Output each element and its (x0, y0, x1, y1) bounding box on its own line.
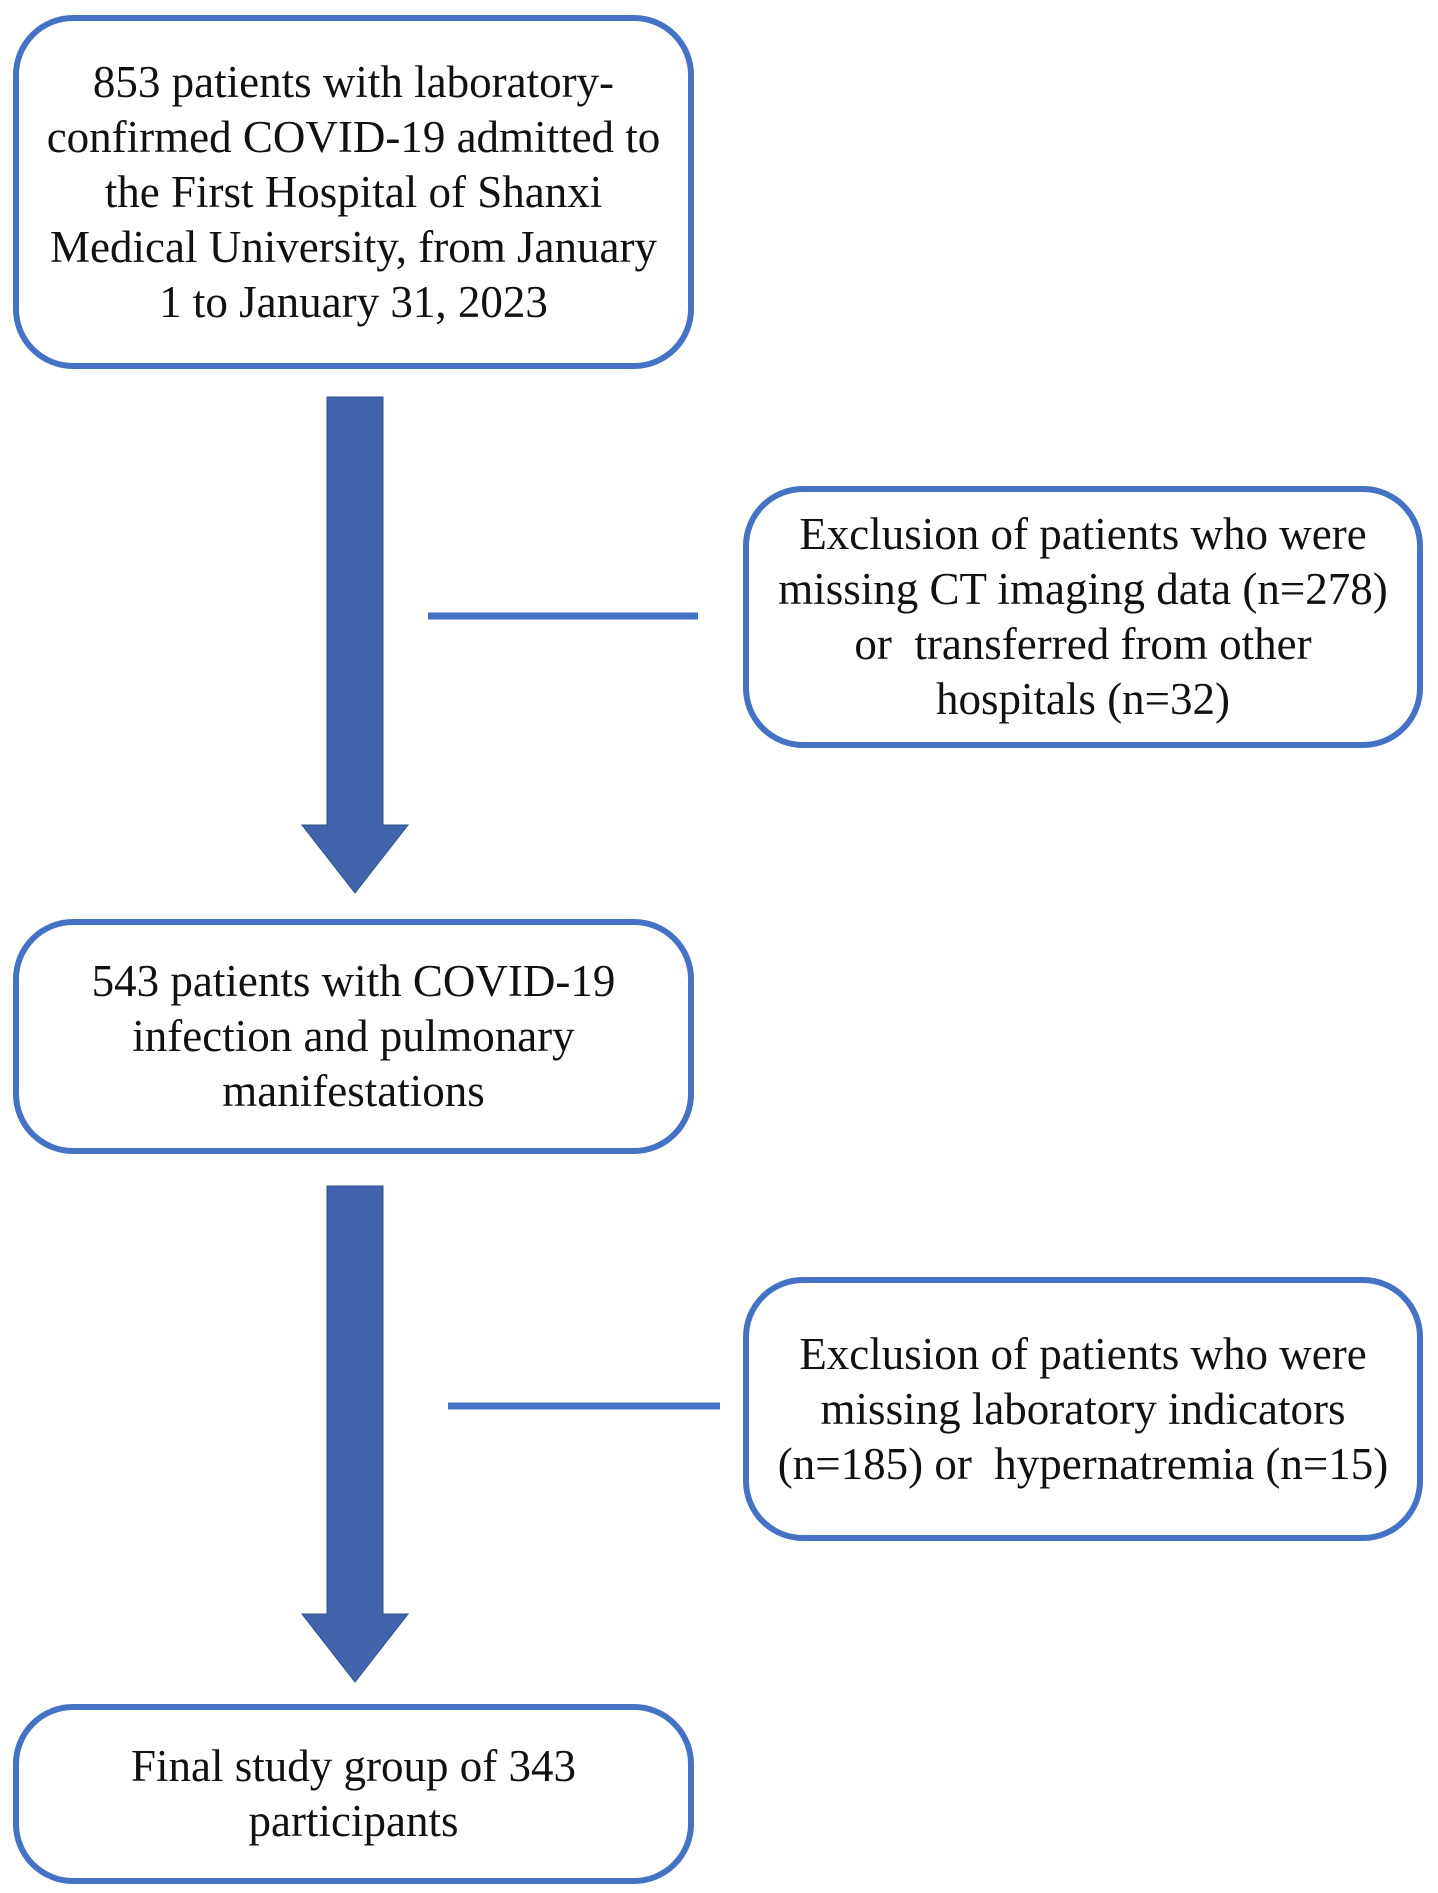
box-text-line: Medical University, from January (50, 221, 657, 272)
box-text-line: participants (248, 1796, 459, 1846)
box-text-line: or transferred from other (854, 619, 1312, 669)
box-text-line: infection and pulmonary (132, 1011, 575, 1061)
box-text-line: hospitals (n=32) (935, 674, 1231, 724)
box-text-line: Exclusion of patients who were (799, 1328, 1367, 1379)
flow-arrow-1 (300, 396, 410, 894)
box-text-line: the First Hospital of Shanxi (104, 166, 603, 217)
enrollment-box: 853 patients with laboratory- confirmed … (13, 15, 694, 369)
exclusion-box-2: Exclusion of patients who were missing l… (743, 1277, 1423, 1541)
box-text-line: confirmed COVID-19 admitted to (46, 111, 661, 162)
box-text-line: 853 patients with laboratory- (92, 56, 615, 107)
flow-arrow-2 (300, 1185, 410, 1683)
box-text-line: 1 to January 31, 2023 (159, 276, 548, 327)
exclusion-box-1: Exclusion of patients who were missing C… (743, 486, 1423, 748)
box-text-line: Exclusion of patients who were (799, 509, 1367, 559)
box-text-line: (n=185) or hypernatremia (n=15) (777, 1438, 1389, 1489)
intermediate-box: 543 patients with COVID-19 infection and… (13, 919, 694, 1154)
box-text-line: manifestations (222, 1066, 485, 1116)
box-text-line: Final study group of 343 (131, 1741, 576, 1791)
final-group-box: Final study group of 343 participants (13, 1704, 694, 1884)
box-text-line: 543 patients with COVID-19 (91, 956, 616, 1006)
box-text-line: missing CT imaging data (n=278) (778, 564, 1388, 614)
box-text-line: missing laboratory indicators (820, 1383, 1346, 1434)
